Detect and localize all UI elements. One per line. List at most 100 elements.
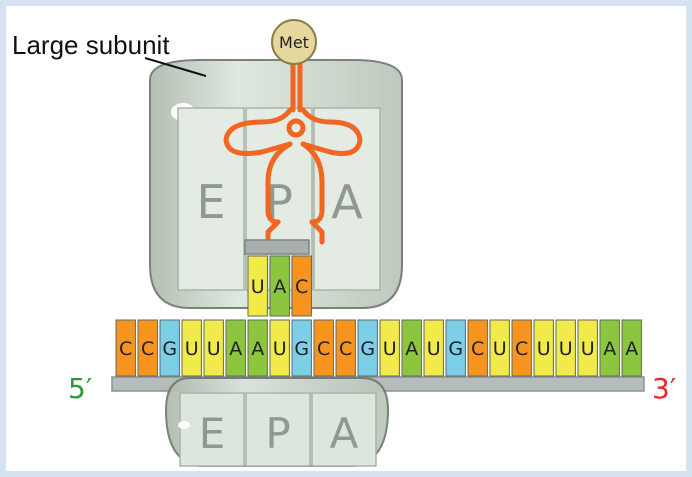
mrna-base-box	[467, 319, 488, 377]
mrna-base-letter: A	[251, 338, 264, 360]
mrna-base-box	[401, 319, 422, 377]
mrna-base: U	[269, 319, 290, 377]
met-amino-acid	[271, 19, 317, 65]
mrna-base-letter: C	[317, 338, 330, 360]
mrna-base-letter: G	[448, 338, 463, 360]
small-a-site-panel	[311, 392, 377, 467]
small-subunit-highlight	[178, 421, 190, 429]
anticodon-base-letter: U	[251, 276, 265, 298]
mrna-base-box	[203, 319, 224, 377]
large-subunit-pointer	[144, 57, 207, 77]
mrna-base-letter: U	[207, 338, 221, 360]
mrna-base: U	[379, 319, 400, 377]
anticodon-base: A	[269, 255, 290, 317]
mrna-base: U	[555, 319, 576, 377]
mrna-base: G	[445, 319, 466, 377]
e-site-panel	[177, 107, 245, 291]
mrna-base-letter: U	[185, 338, 199, 360]
five-prime-label: 5′	[68, 372, 92, 405]
mrna-base-box	[291, 319, 312, 377]
mrna-base-letter: A	[229, 338, 242, 360]
mrna-base-letter: C	[119, 338, 132, 360]
mrna-base: C	[467, 319, 488, 377]
large-a-site-label: A	[331, 175, 363, 229]
anticodon-base: C	[291, 255, 312, 317]
mrna-base-box	[533, 319, 554, 377]
small-p-site-label: P	[265, 409, 290, 458]
mrna-base-box	[357, 319, 378, 377]
mrna-base: C	[137, 319, 158, 377]
mrna-base-letter: C	[141, 338, 154, 360]
mrna-base-box	[511, 319, 532, 377]
mrna-base-letter: U	[427, 338, 441, 360]
mrna-base: U	[489, 319, 510, 377]
anticodon-base: U	[247, 255, 268, 317]
mrna-base-box	[181, 319, 202, 377]
mrna-base-letter: G	[162, 338, 177, 360]
mrna-base-letter: U	[581, 338, 595, 360]
mrna-base: C	[115, 319, 136, 377]
mrna-base-letter: A	[405, 338, 418, 360]
mrna-base: U	[203, 319, 224, 377]
mrna-base-letter: C	[471, 338, 484, 360]
small-p-site-panel	[245, 392, 311, 467]
large-subunit-label: Large subunit	[12, 30, 170, 60]
mrna-base-box	[621, 319, 642, 377]
mrna-base-letter: G	[294, 338, 309, 360]
mrna-base: C	[335, 319, 356, 377]
mrna-base-box	[445, 319, 466, 377]
trna	[223, 57, 363, 245]
anticodon-base-letter: A	[273, 276, 286, 298]
anticodon-base-letter: C	[295, 276, 308, 298]
mrna-base-box	[423, 319, 444, 377]
mrna-base-box	[115, 319, 136, 377]
mrna-base: U	[577, 319, 598, 377]
trna-anticodon-stem	[244, 239, 310, 255]
mrna-base-box	[599, 319, 620, 377]
small-e-site-panel	[179, 392, 245, 467]
mrna-base-letter: U	[493, 338, 507, 360]
mrna-base-letter: U	[383, 338, 397, 360]
mrna-base-letter: U	[537, 338, 551, 360]
a-site-panel	[313, 107, 381, 291]
mrna-base: A	[621, 319, 642, 377]
mrna-base: G	[291, 319, 312, 377]
mrna-base: G	[159, 319, 180, 377]
mrna-base: A	[401, 319, 422, 377]
small-a-site-label: A	[330, 409, 359, 458]
anticodon-base-box	[269, 255, 290, 317]
anticodon-base-box	[291, 255, 312, 317]
mrna-base-letter: U	[559, 338, 573, 360]
anticodon-base-box	[247, 255, 268, 317]
mrna-base: U	[533, 319, 554, 377]
mrna-base: U	[423, 319, 444, 377]
mrna-base-box	[269, 319, 290, 377]
mrna-base-box	[159, 319, 180, 377]
mrna-base-box	[137, 319, 158, 377]
mrna-base-box	[555, 319, 576, 377]
mrna-base: A	[247, 319, 268, 377]
mrna-base-letter: U	[273, 338, 287, 360]
small-e-site-label: E	[199, 409, 226, 458]
mrna-base-box	[225, 319, 246, 377]
mrna-base-box	[335, 319, 356, 377]
mrna-base: C	[313, 319, 334, 377]
mrna-base: U	[181, 319, 202, 377]
mrna-base-box	[577, 319, 598, 377]
mrna-base: C	[511, 319, 532, 377]
three-prime-label: 3′	[652, 372, 676, 405]
mrna-base-letter: C	[339, 338, 352, 360]
mrna-base-box	[379, 319, 400, 377]
large-e-site-label: E	[196, 175, 225, 229]
mrna-base-letter: C	[515, 338, 528, 360]
met-label: Met	[279, 33, 309, 52]
mrna-base-letter: A	[603, 338, 616, 360]
mrna-base-letter: G	[360, 338, 375, 360]
mrna-base-box	[489, 319, 510, 377]
mrna-base: A	[599, 319, 620, 377]
mrna-base-box	[247, 319, 268, 377]
mrna-base: A	[225, 319, 246, 377]
mrna-base: G	[357, 319, 378, 377]
